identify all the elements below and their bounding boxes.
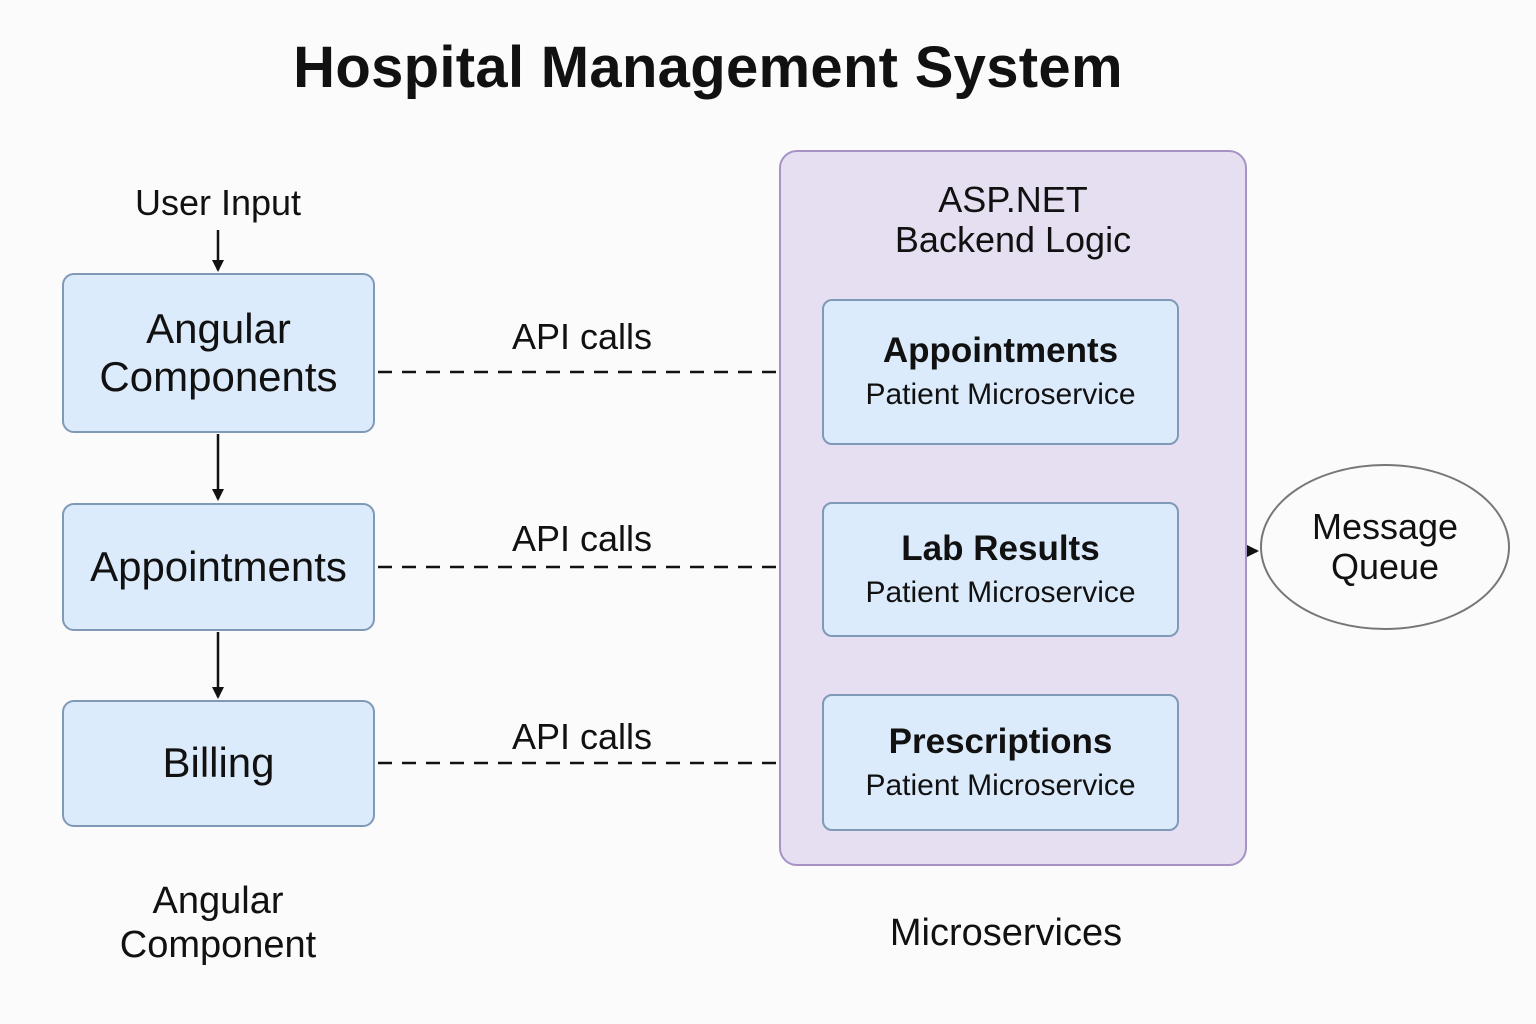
node-appointments-label: Appointments [90, 542, 347, 590]
diagram-title: Hospital Management System [293, 35, 1123, 100]
service-lab-results-name: Lab Results [901, 528, 1100, 568]
service-lab-results-sub: Patient Microservice [865, 575, 1136, 609]
service-prescriptions: Prescriptions Patient Microservice [822, 694, 1179, 831]
node-billing-label: Billing [162, 739, 275, 787]
queue-line2: Queue [1330, 546, 1440, 587]
service-prescriptions-sub: Patient Microservice [865, 768, 1136, 802]
user-input-label: User Input [134, 182, 302, 223]
backend-title-line2: Backend Logic [894, 219, 1132, 261]
api-label-3: API calls [511, 716, 653, 757]
node-appointments: Appointments [62, 503, 375, 631]
node-angular-components-label: Angular Components [99, 304, 338, 400]
service-appointments: Appointments Patient Microservice [822, 299, 1179, 445]
queue-line1: Message [1311, 505, 1459, 547]
node-billing: Billing [62, 700, 375, 827]
message-queue: Message Queue [1260, 464, 1510, 630]
backend-title-line1: ASP.NET [938, 179, 1088, 220]
service-appointments-name: Appointments [882, 331, 1119, 371]
api-label-1: API calls [511, 316, 653, 357]
service-lab-results: Lab Results Patient Microservice [822, 502, 1179, 637]
service-appointments-sub: Patient Microservice [865, 378, 1136, 412]
node-angular-components: Angular Components [62, 273, 375, 433]
api-label-2: API calls [511, 518, 653, 559]
backend-caption: Microservices [889, 912, 1123, 954]
service-prescriptions-name: Prescriptions [888, 721, 1113, 761]
backend-title: ASP.NET Backend Logic [780, 179, 1246, 261]
left-caption: Angular Component [119, 880, 317, 966]
